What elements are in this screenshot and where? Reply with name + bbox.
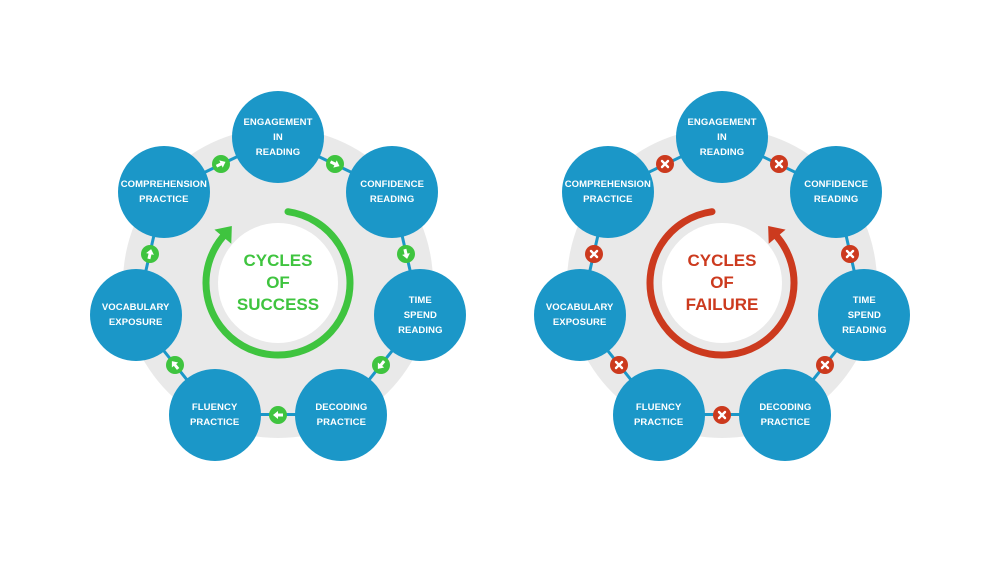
node-confidence-reading: CONFIDENCE READING bbox=[790, 145, 883, 238]
arrow-head-icon bbox=[214, 225, 232, 244]
cycle-arc bbox=[646, 208, 798, 359]
arrow-icon bbox=[269, 405, 287, 424]
cross-icon bbox=[815, 356, 834, 374]
arrow-icon bbox=[166, 356, 185, 374]
cycle-of-success-diagram: CYCLES OF SUCCESS ENGAGEMENT IN READING … bbox=[89, 91, 467, 461]
node-confidence-reading: CONFIDENCE READING bbox=[346, 145, 439, 238]
center-disc bbox=[662, 223, 782, 343]
node-time-spend-reading: TIME SPEND READING bbox=[374, 269, 467, 362]
arrow-head-icon bbox=[768, 225, 786, 244]
arrow-icon bbox=[326, 155, 345, 174]
node-comprehension-practice: COMPREHENSION PRACTICE bbox=[117, 145, 210, 238]
cross-icon bbox=[655, 155, 674, 174]
node-fluency-practice: FLUENCY PRACTICE bbox=[168, 368, 261, 461]
cross-icon bbox=[713, 405, 731, 424]
node-vocabulary-exposure: VOCABULARY EXPOSURE bbox=[533, 269, 626, 362]
cycle-arrow-icon bbox=[202, 208, 354, 359]
center-title: CYCLES OF SUCCESS bbox=[236, 251, 320, 314]
node-engagement-in-reading: ENGAGEMENT IN READING bbox=[676, 91, 768, 183]
cycle-arc bbox=[202, 208, 354, 359]
node-decoding-practice: DECODING PRACTICE bbox=[739, 368, 832, 461]
node-decoding-practice: DECODING PRACTICE bbox=[295, 368, 388, 461]
cross-icon bbox=[841, 244, 860, 263]
arrow-icon bbox=[371, 356, 390, 374]
cross-icon bbox=[584, 244, 603, 263]
cycle-arrow-icon bbox=[646, 208, 798, 359]
cross-icon bbox=[770, 155, 789, 174]
node-comprehension-practice: COMPREHENSION PRACTICE bbox=[561, 145, 654, 238]
node-fluency-practice: FLUENCY PRACTICE bbox=[612, 368, 705, 461]
node-vocabulary-exposure: VOCABULARY EXPOSURE bbox=[89, 269, 182, 362]
cycle-of-failure-diagram: CYCLES OF FAILURE ENGAGEMENT IN READING … bbox=[500, 0, 1000, 563]
cross-icon bbox=[610, 356, 629, 374]
arrow-icon bbox=[397, 244, 416, 263]
node-engagement-in-reading: ENGAGEMENT IN READING bbox=[232, 91, 324, 183]
center-disc bbox=[218, 223, 338, 343]
arrow-icon bbox=[140, 244, 159, 263]
arrow-icon bbox=[211, 155, 230, 174]
node-time-spend-reading: TIME SPEND READING bbox=[818, 269, 911, 362]
center-title: CYCLES OF FAILURE bbox=[685, 251, 759, 314]
